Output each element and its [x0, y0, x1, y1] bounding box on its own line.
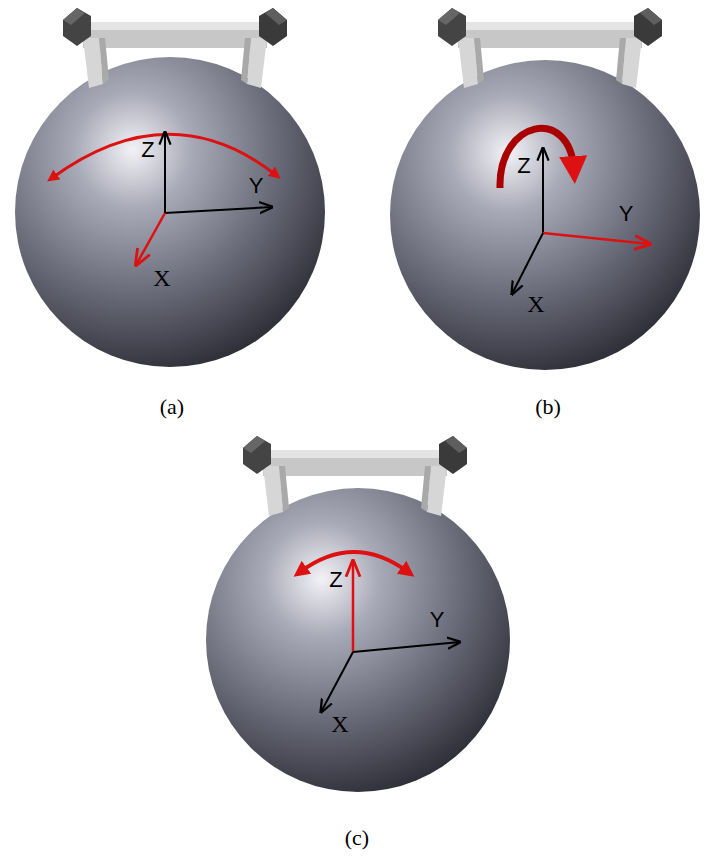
- panel-caption: (c): [345, 827, 369, 849]
- axis-label: X: [331, 712, 348, 736]
- axis-label: Z: [329, 569, 342, 591]
- axis-label: X: [527, 292, 544, 316]
- panel-caption: (a): [160, 396, 184, 418]
- panel-caption: (b): [535, 396, 561, 418]
- axis-label: Y: [430, 609, 445, 631]
- axis-label: Y: [249, 175, 264, 197]
- axis-label: X: [153, 266, 170, 290]
- axis-label: Z: [517, 155, 530, 177]
- axis-label: Y: [619, 203, 634, 225]
- axis-label: Z: [141, 139, 154, 161]
